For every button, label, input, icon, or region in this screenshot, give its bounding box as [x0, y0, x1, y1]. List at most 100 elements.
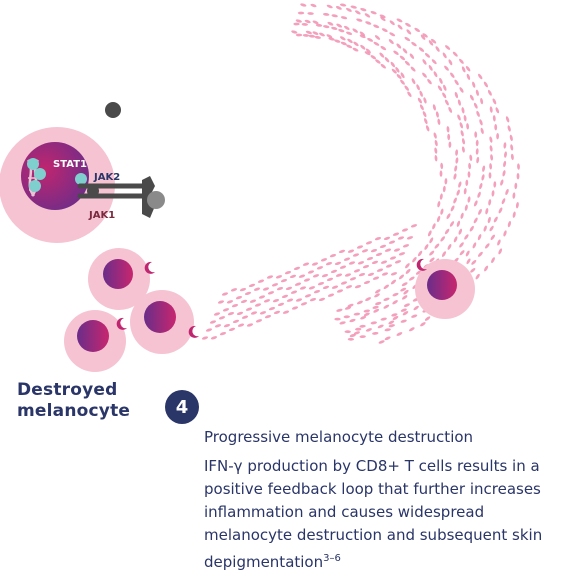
ifn-gamma-particle	[327, 293, 335, 297]
ifn-gamma-particle	[235, 295, 243, 300]
ifn-gamma-particle	[305, 30, 312, 35]
ifn-gamma-particle	[450, 205, 455, 212]
ifn-gamma-particle	[388, 324, 395, 328]
ifn-gamma-particle	[394, 260, 402, 264]
ifn-gamma-particle	[226, 300, 234, 304]
ifn-gamma-particle	[266, 275, 274, 279]
ifn-gamma-particle	[422, 111, 427, 118]
ifn-gamma-particle	[370, 321, 377, 325]
ifn-gamma-particle	[448, 106, 453, 113]
ifn-gamma-particle	[331, 26, 338, 30]
ifn-gamma-particle	[469, 154, 473, 161]
ifn-gamma-particle	[448, 59, 453, 66]
jak1-label: JAK1	[88, 210, 115, 221]
destroyed-label-line1: Destroyed	[17, 380, 118, 400]
ifn-gamma-particle	[303, 278, 311, 282]
ifn-gamma-particle	[392, 315, 399, 321]
ifn-gamma-particle	[259, 311, 267, 315]
ifn-gamma-particle	[299, 286, 307, 290]
ifn-gamma-particle	[385, 264, 393, 268]
ifn-gamma-particle	[488, 172, 492, 179]
ifn-gamma-particle	[439, 77, 443, 84]
ifn-gamma-particle	[406, 236, 414, 240]
ifn-gamma-particle	[475, 139, 479, 147]
ifn-gamma-particle	[434, 147, 438, 154]
ifn-gamma-particle	[396, 332, 403, 336]
ifn-gamma-particle	[461, 138, 466, 145]
ifn-gamma-particle	[383, 236, 391, 241]
ifn-gamma-particle	[433, 132, 437, 139]
ifn-gamma-particle	[307, 12, 314, 15]
ifn-gamma-particle	[401, 282, 408, 287]
destroyed-melanocyte-label: Destroyed melanocyte	[17, 380, 130, 422]
ifn-gamma-particle	[275, 275, 283, 279]
ifn-gamma-particle	[268, 306, 276, 311]
ifn-gamma-particle	[388, 240, 396, 244]
ifn-gamma-particle	[476, 156, 480, 164]
ifn-gamma-particle	[334, 261, 342, 266]
ifn-gamma-particle	[453, 197, 457, 204]
ifn-gamma-particle	[415, 270, 422, 275]
ifn-gamma-particle	[388, 39, 394, 45]
ifn-gamma-particle	[470, 267, 476, 273]
ifn-gamma-particle	[418, 47, 425, 52]
ifn-gamma-particle	[366, 256, 374, 261]
ifn-gamma-particle	[374, 35, 381, 40]
ifn-gamma-particle	[326, 4, 333, 9]
ifn-gamma-particle	[475, 89, 479, 96]
ifn-gamma-particle	[218, 316, 226, 320]
destroyed-label-line2: melanocyte	[17, 401, 131, 421]
ifn-gamma-particle	[380, 46, 387, 51]
ifn-gamma-particle	[313, 289, 321, 294]
ifn-gamma-particle	[467, 171, 471, 178]
ifn-gamma-particle	[352, 28, 358, 33]
ifn-gamma-particle	[437, 85, 443, 92]
ifn-gamma-particle	[428, 40, 434, 46]
ifn-gamma-particle	[419, 104, 424, 111]
ifn-gamma-particle	[472, 242, 477, 249]
ifn-gamma-particle	[478, 208, 482, 215]
ifn-gamma-particle	[356, 245, 364, 249]
ifn-gamma-particle	[444, 65, 449, 71]
ifn-gamma-particle	[440, 208, 444, 215]
ifn-gamma-particle	[347, 249, 355, 253]
ifn-gamma-particle	[326, 34, 333, 39]
ifn-gamma-particle	[434, 243, 440, 249]
ifn-gamma-particle	[295, 298, 303, 302]
ifn-gamma-particle	[302, 33, 310, 37]
ifn-gamma-particle	[389, 32, 396, 37]
ifn-gamma-particle	[323, 12, 330, 16]
ifn-gamma-particle	[429, 237, 434, 244]
ifn-gamma-particle	[443, 84, 447, 91]
ifn-gamma-particle	[483, 81, 488, 88]
ifn-gamma-particle	[363, 309, 370, 313]
ifn-gamma-particle	[365, 48, 371, 54]
stat1-protein-icon	[34, 168, 46, 180]
ifn-gamma-particle	[361, 249, 369, 253]
ifn-gamma-particle	[402, 311, 409, 316]
ifn-gamma-particle	[346, 31, 353, 36]
ifn-gamma-particle	[408, 276, 415, 281]
ifn-gamma-particle	[339, 321, 346, 325]
ifn-gamma-particle	[315, 23, 323, 27]
ifn-gamma-particle	[493, 216, 498, 223]
ifn-gamma-particle	[488, 199, 492, 206]
ifn-gamma-particle	[423, 97, 427, 104]
ifn-gamma-particle	[354, 10, 361, 15]
ifn-gamma-particle	[424, 118, 428, 125]
ifn-gamma-particle	[255, 319, 263, 323]
ifn-gamma-particle	[364, 13, 371, 18]
ifn-gamma-particle	[375, 59, 381, 64]
ifn-gamma-particle	[339, 36, 346, 41]
ifn-gamma-particle	[331, 285, 339, 289]
ifn-gamma-particle	[477, 191, 481, 198]
ifn-gamma-particle	[336, 23, 343, 28]
ifn-gamma-particle	[495, 107, 500, 114]
ifn-gamma-particle	[380, 260, 388, 264]
ifn-gamma-particle	[397, 24, 403, 30]
ifn-gamma-particle	[473, 102, 478, 109]
ifn-gamma-particle	[347, 38, 353, 44]
ifn-gamma-particle	[358, 272, 366, 277]
ifn-gamma-particle	[281, 294, 289, 299]
